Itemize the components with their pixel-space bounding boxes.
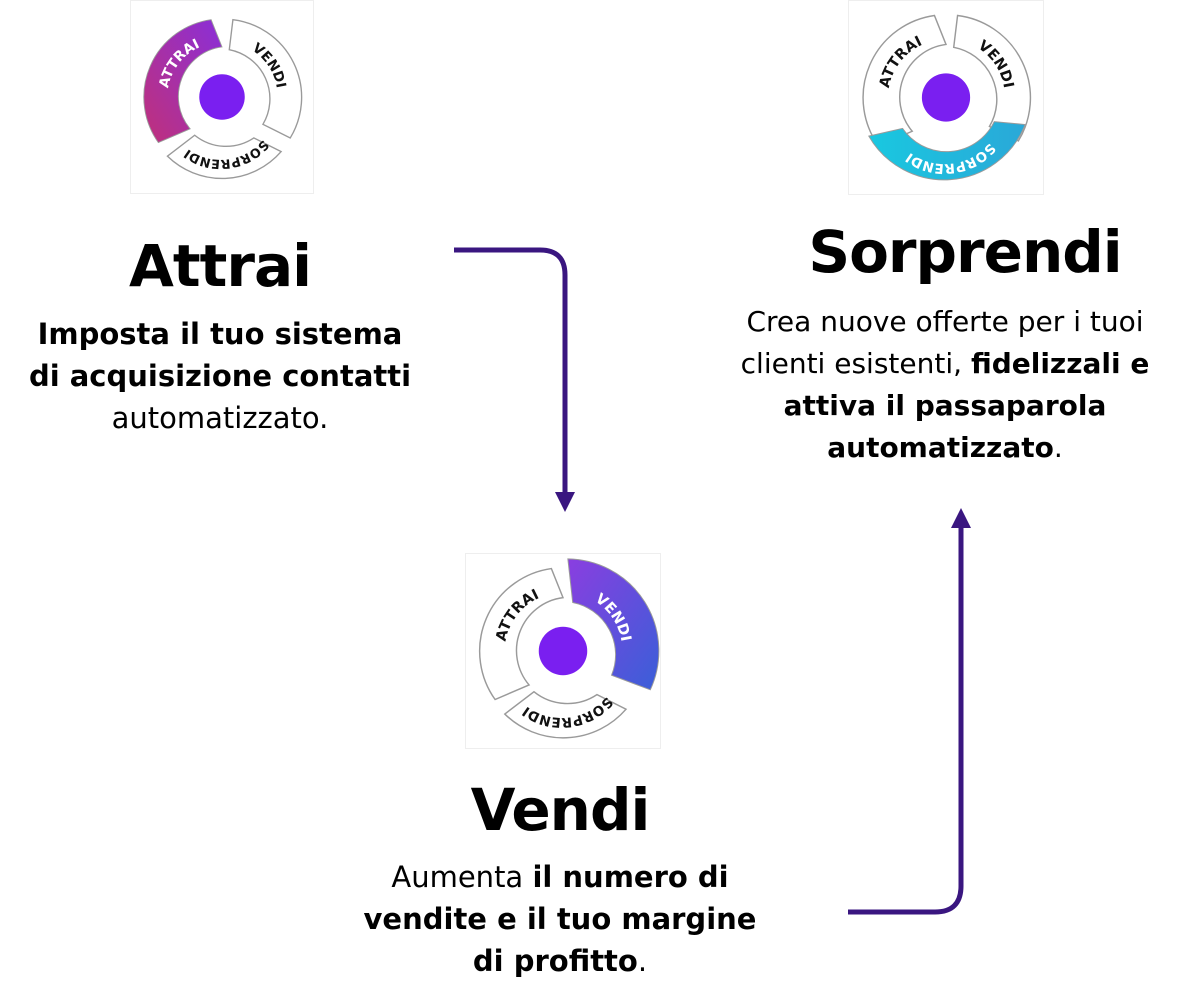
arrow-attrai-to-vendi bbox=[454, 247, 575, 512]
attrai-desc-line1: Imposta il tuo sistema bbox=[37, 317, 403, 351]
segment-attrai bbox=[478, 567, 565, 701]
center-dot bbox=[921, 73, 971, 122]
sorprendi-description: Crea nuove offerte per i tuoi clienti es… bbox=[690, 301, 1200, 469]
sorprendi-desc-line2-bold: fidelizzali e bbox=[970, 347, 1150, 380]
segment-vendi bbox=[567, 558, 660, 691]
sorprendi-desc-line3: attiva il passaparola bbox=[783, 389, 1107, 422]
center-dot bbox=[199, 74, 245, 120]
three-segment-cycle-icon: ATTRAI VENDI SORPRENDI bbox=[143, 18, 303, 180]
three-segment-cycle-icon: ATTRAI VENDI SORPRENDI bbox=[862, 14, 1032, 181]
attrai-desc-line2: di acquisizione contatti bbox=[28, 359, 412, 393]
attrai-title: Attrai bbox=[129, 232, 312, 300]
sorprendi-title: Sorprendi bbox=[808, 218, 1122, 286]
vendi-desc-line1-plain: Aumenta bbox=[391, 860, 533, 894]
three-segment-cycle-icon: ATTRAI VENDI SORPRENDI bbox=[478, 558, 660, 739]
vendi-desc-line1-bold: il numero di bbox=[532, 860, 729, 894]
vendi-desc-line3-bold: di profitto bbox=[472, 944, 638, 978]
segment-sorprendi bbox=[503, 690, 628, 739]
arrow-vendi-to-sorprendi bbox=[848, 508, 971, 915]
vendi-description: Aumenta il numero di vendite e il tuo ma… bbox=[330, 856, 790, 982]
sorprendi-desc-line4-bold: automatizzato bbox=[827, 431, 1054, 464]
segment-sorprendi bbox=[166, 134, 283, 180]
segment-sorprendi bbox=[868, 121, 1026, 181]
segment-attrai bbox=[143, 19, 223, 144]
segment-vendi bbox=[952, 14, 1032, 142]
segment-vendi bbox=[228, 18, 303, 139]
center-dot bbox=[538, 626, 588, 676]
segment-attrai bbox=[862, 14, 948, 147]
sorprendi-cycle-icon: ATTRAI VENDI SORPRENDI bbox=[848, 0, 1044, 195]
vendi-cycle-icon: ATTRAI VENDI SORPRENDI bbox=[465, 553, 661, 749]
vendi-desc-line3-plain: . bbox=[637, 944, 648, 978]
sorprendi-desc-line2-plain: clienti esistenti, bbox=[740, 347, 971, 380]
attrai-description: Imposta il tuo sistema di acquisizione c… bbox=[0, 313, 440, 439]
vendi-desc-line2: vendite e il tuo margine bbox=[363, 902, 757, 936]
attrai-cycle-icon: ATTRAI VENDI SORPRENDI bbox=[130, 0, 314, 194]
sorprendi-desc-line1: Crea nuove offerte per i tuoi bbox=[746, 305, 1144, 338]
vendi-title: Vendi bbox=[470, 776, 651, 844]
attrai-desc-line3: automatizzato. bbox=[111, 401, 329, 435]
sorprendi-desc-line4-plain: . bbox=[1053, 431, 1063, 464]
